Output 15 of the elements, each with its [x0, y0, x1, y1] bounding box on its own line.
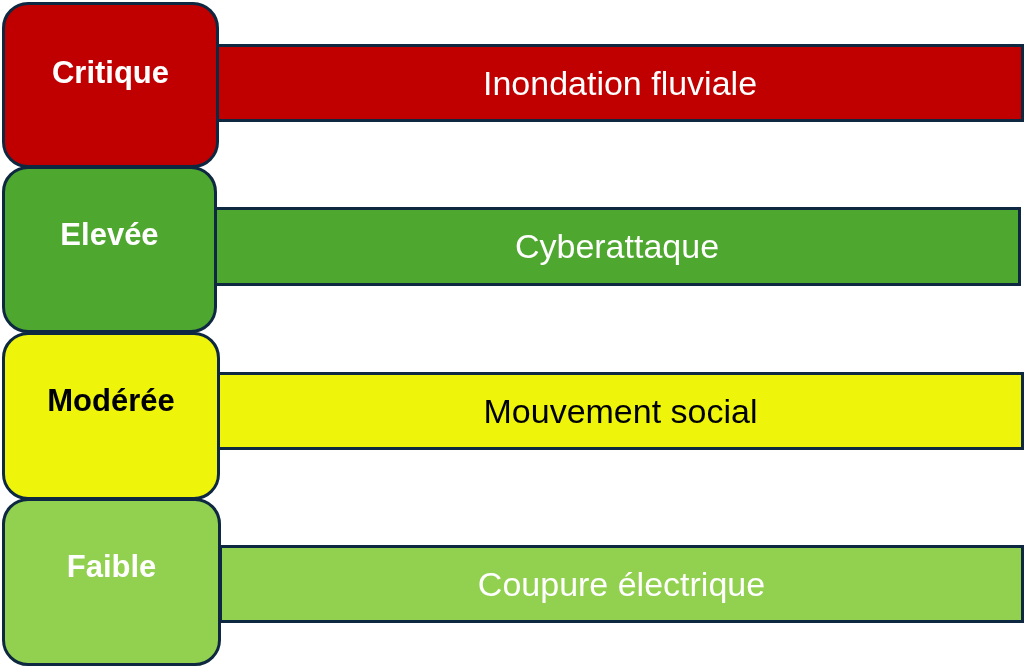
risk-bar — [216, 44, 1024, 122]
level-label: Faible — [65, 549, 158, 585]
level-box — [2, 2, 219, 168]
level-box — [2, 332, 220, 500]
risk-label: Mouvement social — [483, 391, 758, 431]
risk-label: Cyberattaque — [514, 227, 720, 266]
level-box — [2, 166, 217, 333]
level-box — [2, 498, 221, 666]
level-label: Modérée — [46, 383, 176, 419]
level-label: Critique — [50, 55, 171, 91]
risk-bar — [217, 372, 1024, 450]
risk-label: Coupure électrique — [477, 564, 766, 604]
risk-label: Inondation fluviale — [482, 63, 758, 103]
risk-bar — [219, 545, 1024, 623]
level-label: Elevée — [59, 217, 160, 253]
